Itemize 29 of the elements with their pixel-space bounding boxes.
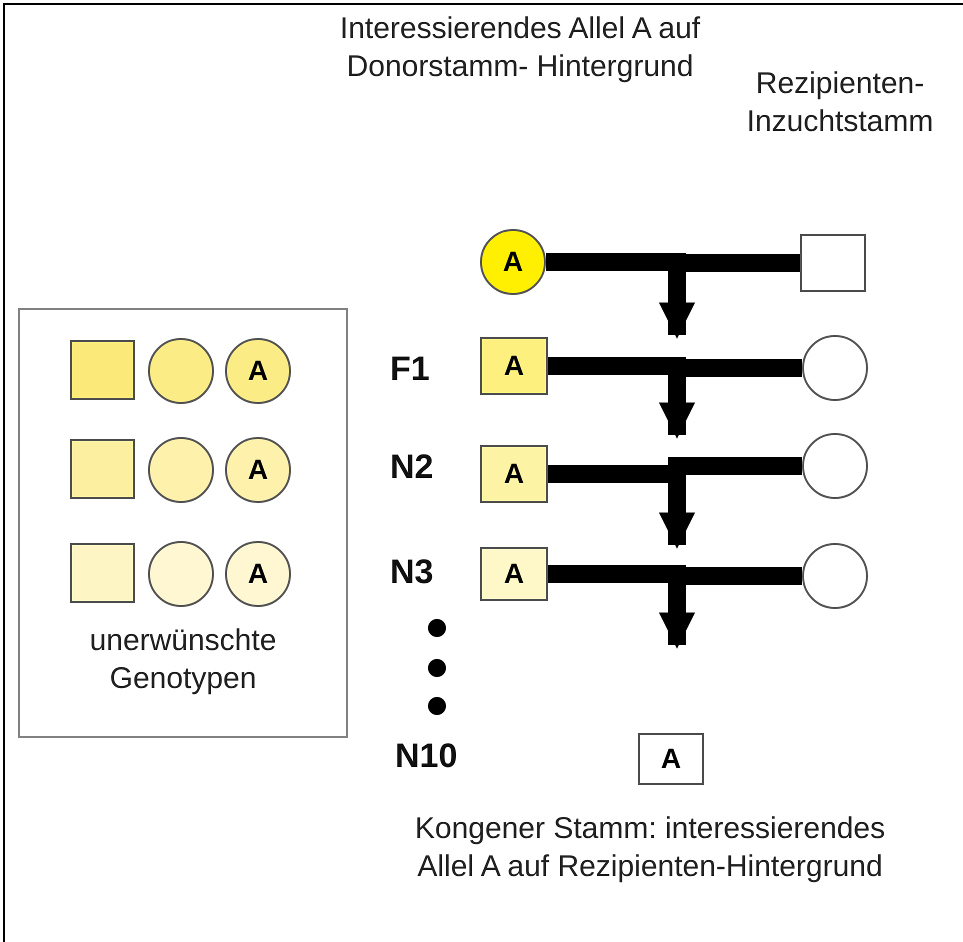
male-square [480, 337, 548, 395]
allele-label: A [248, 454, 268, 486]
column-heading: Interessierendes Allel A auf Donorstamm- Hintergrund [338, 11, 702, 84]
male-square [70, 340, 135, 400]
cross-arrow [659, 359, 802, 439]
male-square [70, 439, 135, 499]
male-square [638, 733, 704, 785]
legend-panel [18, 308, 348, 738]
panel-caption: unerwünschte Genotypen [88, 623, 278, 696]
male-square [70, 543, 135, 603]
result-caption: Kongener Stamm: interessierendes Allel A auf Rezipienten-Hintergrund [414, 811, 886, 884]
allele-label: A [248, 558, 268, 590]
allele-label: A [660, 743, 682, 775]
male-square [480, 445, 548, 503]
allele-label: A [502, 246, 524, 278]
generation-label: N10 [395, 737, 458, 776]
male-square [480, 547, 548, 601]
generation-label: N2 [390, 448, 434, 487]
generation-label: N3 [390, 553, 434, 592]
allele-label: A [504, 458, 524, 490]
generation-label: F1 [390, 350, 430, 389]
male-square [800, 234, 866, 292]
column-heading: Rezipienten- Inzuchtstamm [746, 66, 934, 140]
cross-arrow [659, 567, 802, 649]
cross-arrow [659, 254, 800, 339]
cross-arrow [659, 457, 802, 549]
allele-label: A [504, 558, 524, 590]
allele-label: A [504, 350, 524, 382]
allele-label: A [248, 355, 268, 387]
